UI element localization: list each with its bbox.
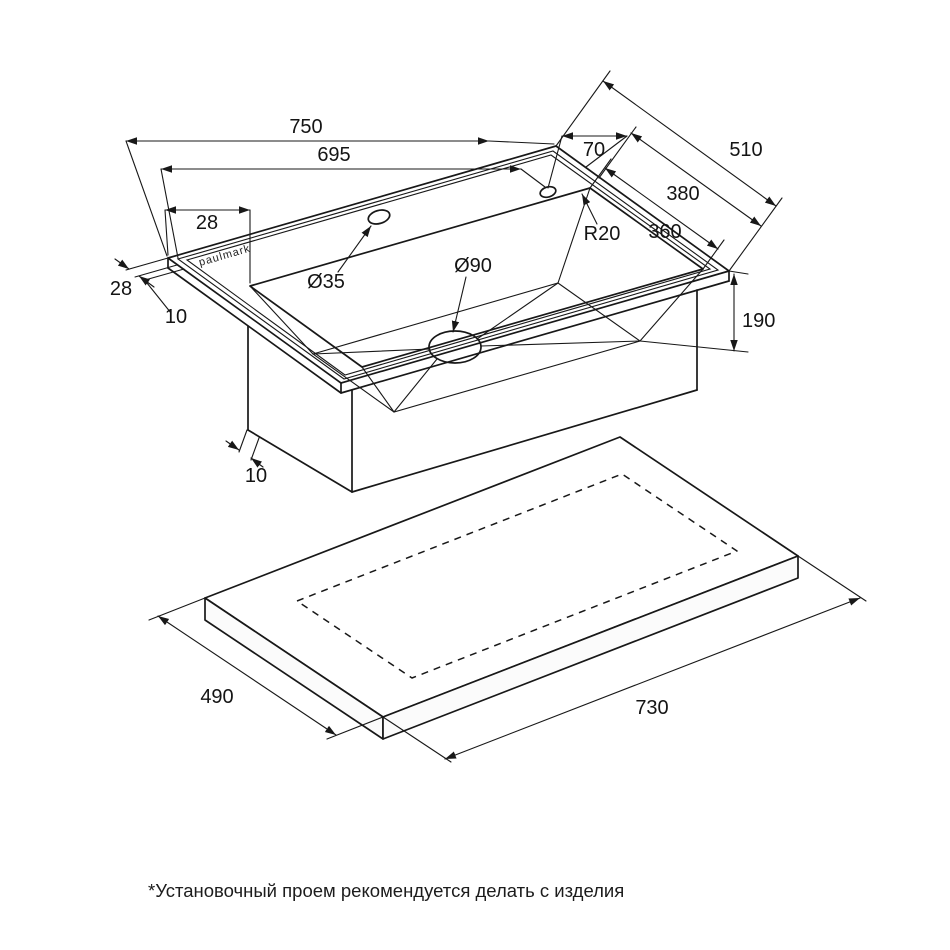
rim-underside bbox=[167, 267, 730, 394]
dimension-28-top: 28 bbox=[164, 206, 251, 284]
leader-line bbox=[581, 193, 598, 225]
bowl-fold-line bbox=[312, 348, 431, 355]
dim-deck-depth-label: 380 bbox=[666, 183, 699, 205]
extension-line bbox=[134, 264, 178, 278]
dim-cutout-width-label: 730 bbox=[635, 697, 668, 719]
extension-line bbox=[238, 429, 248, 453]
extension-line bbox=[702, 239, 725, 270]
extension-line bbox=[488, 140, 555, 145]
extension-line bbox=[728, 270, 749, 275]
extension-line bbox=[144, 268, 185, 281]
rim-lip-line bbox=[176, 150, 720, 380]
dimension-190: 190 bbox=[639, 270, 775, 353]
footnote: *Установочный проем рекомендуется делать… bbox=[148, 880, 624, 901]
dimension-28-left: 28 bbox=[110, 257, 178, 300]
dimension-line bbox=[157, 615, 337, 736]
bowl-wall-edge bbox=[639, 268, 704, 342]
dimension-line bbox=[604, 167, 719, 250]
dimension-10-bottom: 10 bbox=[225, 429, 267, 487]
sink-isometric-view: paulmark bbox=[167, 145, 730, 493]
extension-line bbox=[589, 158, 612, 189]
body-bottom-edge bbox=[247, 429, 353, 493]
rim-lip-line bbox=[185, 154, 712, 376]
dimension-360: 360 bbox=[589, 158, 725, 270]
extension-line bbox=[125, 140, 168, 257]
dim-cutout-depth-label: 490 bbox=[200, 686, 233, 708]
leader-line bbox=[337, 225, 372, 273]
arrow-line bbox=[250, 457, 264, 468]
extension-line bbox=[382, 716, 452, 763]
dim-corner-radius-label: R20 bbox=[584, 223, 621, 245]
dim-inner-width-label: 695 bbox=[317, 144, 350, 166]
tap-hole bbox=[367, 209, 391, 225]
extension-line bbox=[728, 197, 783, 272]
dimension-line bbox=[444, 597, 861, 760]
dim-rim-top-label: 28 bbox=[196, 212, 218, 234]
dimension-730: 730 bbox=[382, 555, 867, 763]
arrow-line bbox=[114, 258, 130, 270]
body-bottom-edge bbox=[351, 389, 698, 493]
extension-line bbox=[639, 340, 749, 353]
extension-line bbox=[160, 168, 179, 259]
dimension-d90: Ø90 bbox=[451, 255, 492, 333]
dimension-750: 750 bbox=[125, 116, 555, 257]
extension-line bbox=[250, 437, 260, 461]
leader-line bbox=[451, 276, 467, 333]
sink-dimensions: 750 695 70 510 380 bbox=[110, 70, 783, 487]
dim-overall-width-label: 750 bbox=[289, 116, 322, 138]
bowl-fold-line bbox=[476, 282, 559, 340]
extension-line bbox=[125, 257, 169, 271]
leader-line bbox=[146, 282, 172, 314]
arrow-line bbox=[138, 275, 155, 288]
dim-hole-offset-label: 70 bbox=[583, 139, 605, 161]
arrow-line bbox=[225, 440, 240, 451]
dimension-r20: R20 bbox=[581, 193, 621, 245]
dim-drain-label: Ø90 bbox=[454, 255, 492, 277]
bowl-wall-edge bbox=[361, 366, 395, 413]
extension-line bbox=[520, 168, 546, 188]
extension-line bbox=[547, 135, 563, 189]
dimension-490: 490 bbox=[148, 597, 384, 740]
accessory-hole bbox=[539, 185, 557, 199]
dim-tap-hole-label: Ø35 bbox=[307, 271, 345, 293]
dim-overall-depth-label: 510 bbox=[729, 139, 762, 161]
extension-line bbox=[797, 555, 867, 602]
extension-line bbox=[148, 597, 206, 621]
dim-lip-left-label: 10 bbox=[165, 306, 187, 328]
dimension-10-left: 10 bbox=[144, 268, 187, 328]
dim-rim-left-label: 28 bbox=[110, 278, 132, 300]
dimension-d35: Ø35 bbox=[307, 225, 372, 293]
extension-line bbox=[555, 70, 611, 147]
dim-lip-bottom-label: 10 bbox=[245, 465, 267, 487]
cutout-line bbox=[296, 473, 738, 679]
extension-line bbox=[164, 209, 169, 256]
bowl-fold-line bbox=[480, 340, 641, 347]
dim-bowl-width-label: 360 bbox=[648, 221, 681, 243]
bowl-fold-line bbox=[393, 358, 438, 413]
dim-bowl-height-label: 190 bbox=[742, 310, 775, 332]
cutout-template-view: 490 730 bbox=[148, 436, 867, 763]
bowl-wall-edge bbox=[249, 285, 314, 355]
